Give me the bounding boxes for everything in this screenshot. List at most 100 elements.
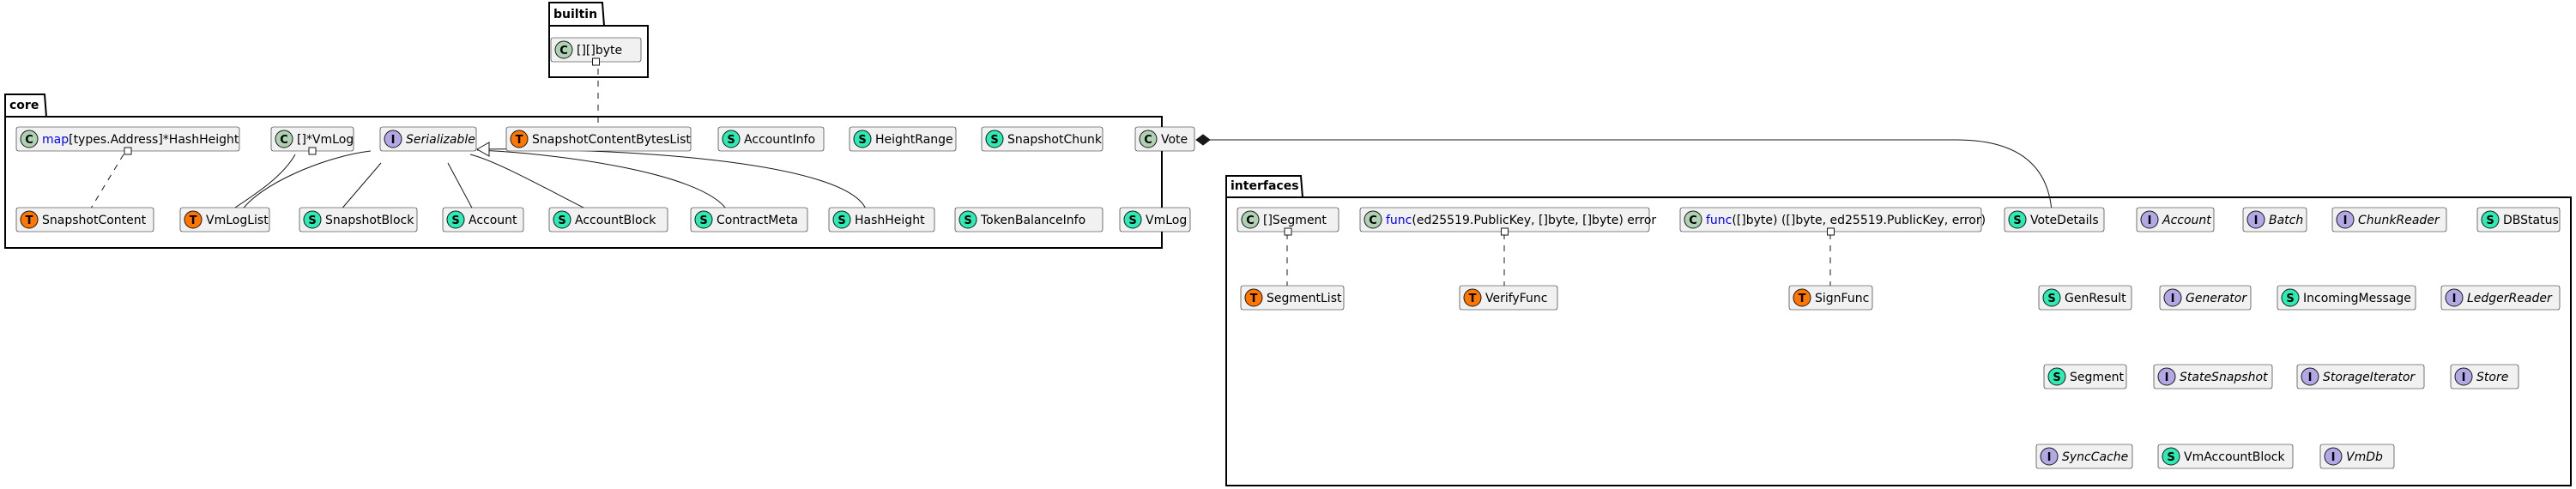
stereotype-badge-letter: S: [2013, 214, 2021, 227]
stereotype-badge-icon: [20, 130, 39, 148]
node-box: [2476, 207, 2561, 232]
stereotype-badge-letter: I: [2165, 371, 2169, 384]
edge-accountblock-inherits-serializable: [469, 154, 591, 212]
stereotype-badge-icon: [2047, 367, 2066, 386]
stereotype-badge-icon: [275, 130, 293, 148]
node-text: ChunkReader: [2358, 214, 2440, 227]
node-text: IncomingMessage: [2303, 292, 2411, 305]
stereotype-badge-icon: [20, 210, 39, 229]
node-text: ContractMeta: [717, 214, 798, 227]
package-builtin-name: builtin: [553, 8, 597, 21]
node-label: VmLog: [1146, 214, 1187, 227]
edge-vmloglist-inherits-serializable: [239, 150, 372, 214]
stereotype-badge-letter: I: [2148, 214, 2152, 227]
stereotype-badge-letter: S: [1128, 214, 1136, 227]
stereotype-badge-icon: [184, 210, 203, 229]
stereotype-badge-icon: [384, 130, 402, 148]
node-label: HeightRange: [875, 133, 953, 147]
node-box: [2038, 285, 2132, 311]
composition-diamond: [1195, 134, 1211, 146]
type-port-marker: [308, 147, 317, 155]
node-box: [2035, 444, 2133, 469]
node-text: (ed25519.PublicKey, []byte, []byte) erro…: [1412, 214, 1656, 227]
node-text: GenResult: [2065, 292, 2126, 305]
node-text: LedgerReader: [2467, 292, 2553, 305]
node-box: [2277, 285, 2416, 311]
node-label: HashHeight: [855, 214, 925, 227]
stereotype-badge-icon: [1364, 210, 1382, 229]
stereotype-badge-letter: I: [2308, 371, 2313, 384]
stereotype-badge-icon: [2140, 210, 2159, 229]
stereotype-badge-icon: [1241, 210, 1260, 229]
edge-account-inherits-serializable: [447, 162, 475, 212]
node-text: VoteDetails: [2030, 214, 2099, 227]
stereotype-badge-letter: C: [25, 134, 33, 147]
stereotype-badge-letter: C: [280, 134, 288, 147]
node-label: [][]byte: [577, 44, 622, 57]
stereotype-badge-icon: [958, 210, 977, 229]
node-box: [505, 126, 692, 152]
node-box: [2157, 444, 2294, 469]
stereotype-badge-icon: [2040, 447, 2059, 466]
node-box: [828, 207, 935, 232]
node-vmlog-slice: C[]*VmLog: [270, 126, 354, 155]
stereotype-badge-icon: [510, 130, 529, 148]
stereotype-badge-letter: C: [1144, 134, 1152, 147]
node-genresult: S GenResult: [2038, 285, 2132, 311]
stereotype-badge-letter: S: [990, 134, 998, 147]
node-votedetails: S VoteDetails: [2004, 207, 2105, 232]
node-label: map[types.Address]*HashHeight: [42, 133, 239, 147]
node-label: TokenBalanceInfo: [980, 214, 1085, 227]
stereotype-badge-letter: S: [2047, 293, 2055, 305]
node-text: ([]byte) ([]byte, ed25519.PublicKey, err…: [1732, 214, 1986, 227]
stereotype-badge-icon: [1139, 130, 1158, 148]
node-box: [179, 207, 270, 232]
stereotype-badge-letter: S: [2053, 371, 2060, 384]
stereotype-badge-letter: I: [2331, 451, 2336, 464]
node-text: HashHeight: [855, 214, 925, 227]
stereotype-badge-icon: [2246, 210, 2265, 229]
stereotype-badge-icon: [2162, 447, 2180, 466]
node-segment-slice: C[]Segment: [1237, 207, 1339, 236]
stereotype-badge-icon: [832, 210, 851, 229]
node-label: ContractMeta: [717, 214, 798, 227]
stereotype-badge-icon: [2481, 210, 2500, 229]
stereotype-badge-icon: [2042, 288, 2061, 307]
stereotype-badge-icon: [1244, 288, 1263, 307]
edge-snapshotblock-inherits-serializable: [339, 162, 382, 212]
stereotype-badge-letter: S: [727, 134, 735, 147]
stereotype-badge-icon: [303, 210, 322, 229]
node-box: [2296, 364, 2425, 389]
node-byte-2d: C[][]byte: [550, 37, 642, 66]
node-text: SnapshotContentBytesList: [532, 133, 691, 147]
stereotype-badge-letter: S: [699, 214, 707, 227]
stereotype-badge-icon: [1123, 210, 1142, 229]
node-box: [2331, 207, 2447, 232]
package-core-name: core: [9, 99, 39, 112]
edge-contractmeta-inherits-serializable: [476, 149, 729, 212]
stereotype-badge-icon: [853, 130, 872, 148]
node-label: AccountInfo: [744, 133, 815, 147]
stereotype-badge-icon: [694, 210, 713, 229]
edge-vmlogslice-to-vmloglist: [229, 154, 296, 212]
node-box: [2043, 364, 2127, 389]
stereotype-badge-icon: [722, 130, 741, 148]
type-port-marker: [124, 147, 132, 155]
node-label: SnapshotContent: [42, 214, 147, 227]
node-label: VmDb: [2346, 450, 2383, 464]
